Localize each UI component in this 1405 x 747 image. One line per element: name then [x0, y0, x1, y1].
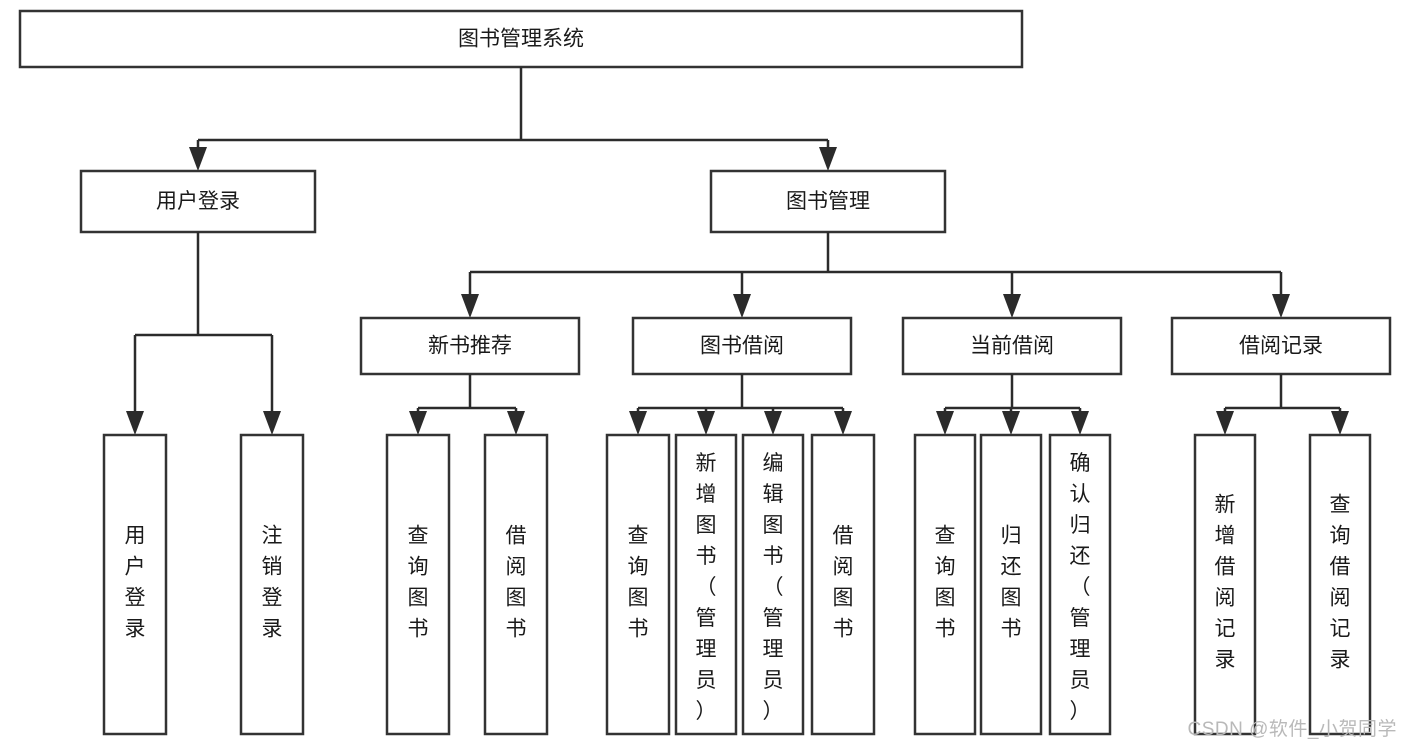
link-user-login-to-user-login-do-arrowhead — [126, 411, 144, 435]
node-label-user-login: 用户登录 — [156, 190, 240, 213]
node-label-nbr-borrow-book: 借阅图书 — [506, 525, 527, 641]
node-user-login: 用户登录 — [79, 169, 317, 234]
node-box-borrow-records — [1170, 316, 1392, 376]
node-label-nbr-query-book: 查询图书 — [408, 525, 429, 641]
link-book-borrow-to-bb-edit-book-arrowhead — [764, 411, 782, 435]
node-box-user-logout — [239, 433, 305, 736]
node-label-book-borrow: 图书借阅 — [700, 335, 784, 358]
node-br-query-record: 查询借阅记录 — [1308, 433, 1372, 736]
link-new-book-recommend-to-nbr-borrow-book-arrowhead — [507, 411, 525, 435]
link-book-management-to-new-book-recommend-arrowhead — [461, 294, 479, 318]
link-current-borrow-to-cb-query-book-arrowhead — [936, 411, 954, 435]
link-book-borrow-to-bb-borrow-book-arrowhead — [834, 411, 852, 435]
node-cb-return-book: 归还图书 — [979, 433, 1043, 736]
node-box-user-login — [79, 169, 317, 234]
node-label-bb-add-book: 新增图书（管理员） — [696, 452, 717, 723]
node-br-add-record: 新增借阅记录 — [1193, 433, 1257, 736]
node-label-bb-borrow-book: 借阅图书 — [833, 525, 854, 641]
node-box-nbr-borrow-book — [483, 433, 549, 736]
node-label-new-book-recommend: 新书推荐 — [428, 335, 512, 358]
link-root-to-book-management-arrowhead — [819, 147, 837, 171]
node-box-cb-query-book — [913, 433, 977, 736]
node-box-cb-return-book — [979, 433, 1043, 736]
link-borrow-records-to-br-add-record-arrowhead — [1216, 411, 1234, 435]
link-book-management-to-borrow-records-arrowhead — [1272, 294, 1290, 318]
node-label-current-borrow: 当前借阅 — [970, 335, 1054, 358]
node-bb-add-book: 新增图书（管理员） — [674, 433, 738, 736]
node-user-logout: 注销登录 — [239, 433, 305, 736]
node-cb-query-book: 查询图书 — [913, 433, 977, 736]
node-box-root — [18, 9, 1024, 69]
node-bb-edit-book: 编辑图书（管理员） — [741, 433, 805, 736]
node-box-current-borrow — [901, 316, 1123, 376]
node-box-new-book-recommend — [359, 316, 581, 376]
node-label-cb-query-book: 查询图书 — [935, 525, 956, 641]
link-new-book-recommend-to-nbr-query-book-arrowhead — [409, 411, 427, 435]
node-book-management: 图书管理 — [709, 169, 947, 234]
node-box-br-add-record — [1193, 433, 1257, 736]
node-book-borrow: 图书借阅 — [631, 316, 853, 376]
node-bb-query-book: 查询图书 — [605, 433, 671, 736]
link-user-login-to-user-logout-arrowhead — [263, 411, 281, 435]
node-label-bb-query-book: 查询图书 — [628, 525, 649, 641]
node-nbr-query-book: 查询图书 — [385, 433, 451, 736]
node-user-login-do: 用户登录 — [102, 433, 168, 736]
node-label-user-login-do: 用户登录 — [125, 525, 146, 641]
node-label-user-logout: 注销登录 — [262, 525, 283, 641]
node-label-cb-confirm-return: 确认归还（管理员） — [1070, 452, 1091, 723]
link-root-to-user-login-arrowhead — [189, 147, 207, 171]
node-borrow-records: 借阅记录 — [1170, 316, 1392, 376]
node-label-br-add-record: 新增借阅记录 — [1215, 494, 1236, 672]
node-box-bb-borrow-book — [810, 433, 876, 736]
node-root: 图书管理系统 — [18, 9, 1024, 69]
node-label-borrow-records: 借阅记录 — [1239, 335, 1323, 358]
link-current-borrow-to-cb-return-book-arrowhead — [1002, 411, 1020, 435]
node-label-cb-return-book: 归还图书 — [1001, 525, 1022, 641]
node-box-cb-confirm-return — [1048, 433, 1112, 736]
node-label-br-query-record: 查询借阅记录 — [1330, 494, 1351, 672]
node-box-book-management — [709, 169, 947, 234]
node-box-bb-edit-book — [741, 433, 805, 736]
node-box-bb-query-book — [605, 433, 671, 736]
link-book-management-to-current-borrow-arrowhead — [1003, 294, 1021, 318]
link-current-borrow-to-cb-confirm-return-arrowhead — [1071, 411, 1089, 435]
node-current-borrow: 当前借阅 — [901, 316, 1123, 376]
node-nbr-borrow-book: 借阅图书 — [483, 433, 549, 736]
node-box-nbr-query-book — [385, 433, 451, 736]
node-label-root: 图书管理系统 — [458, 28, 584, 51]
node-label-book-management: 图书管理 — [786, 190, 870, 213]
link-book-borrow-to-bb-query-book-arrowhead — [629, 411, 647, 435]
node-cb-confirm-return: 确认归还（管理员） — [1048, 433, 1112, 736]
node-bb-borrow-book: 借阅图书 — [810, 433, 876, 736]
link-book-borrow-to-bb-add-book-arrowhead — [697, 411, 715, 435]
link-borrow-records-to-br-query-record-arrowhead — [1331, 411, 1349, 435]
node-label-bb-edit-book: 编辑图书（管理员） — [763, 452, 784, 723]
link-book-management-to-book-borrow-arrowhead — [733, 294, 751, 318]
node-box-bb-add-book — [674, 433, 738, 736]
node-box-br-query-record — [1308, 433, 1372, 736]
node-new-book-recommend: 新书推荐 — [359, 316, 581, 376]
node-box-user-login-do — [102, 433, 168, 736]
